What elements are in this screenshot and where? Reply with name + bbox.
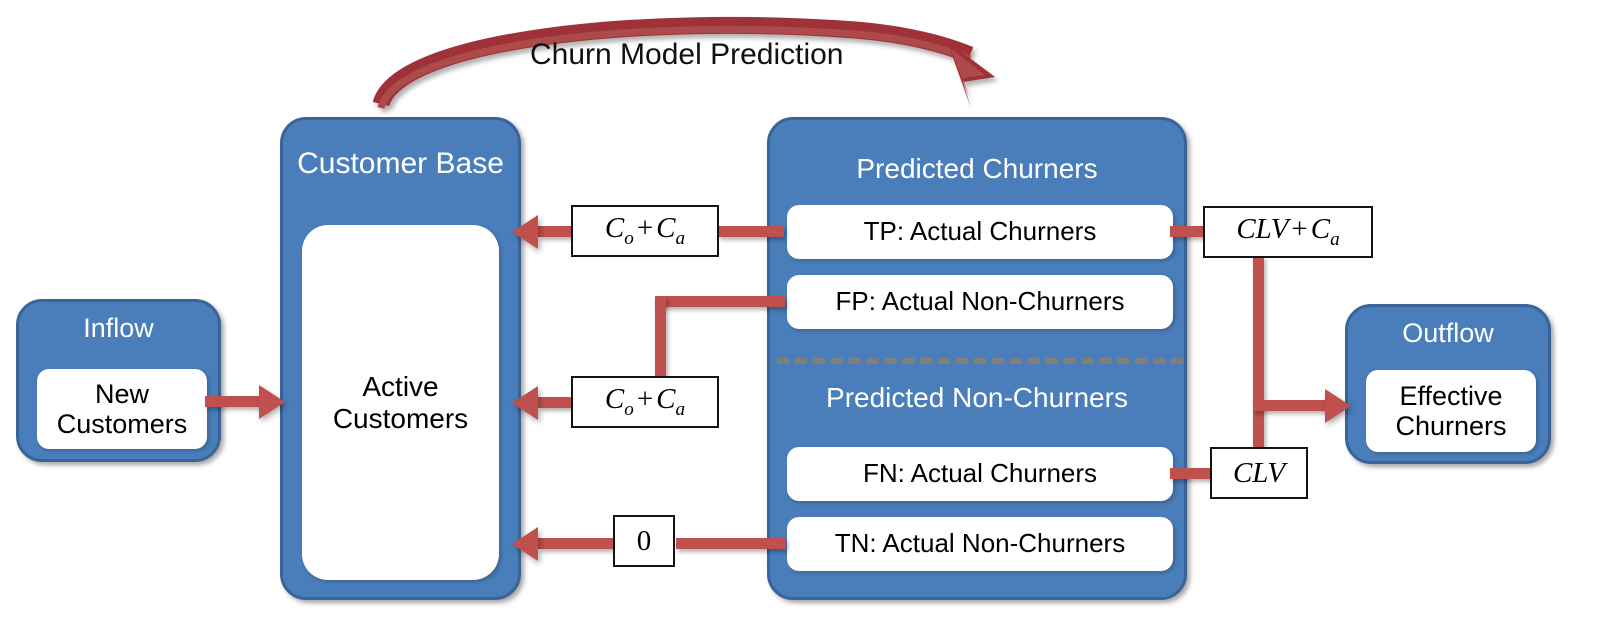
arrow-fp-to-base-head — [512, 386, 538, 420]
matrix-row-fp: FP: Actual Non-Churners — [787, 275, 1173, 329]
connector-tp-left-segment — [538, 226, 573, 237]
matrix-row-tn: TN: Actual Non-Churners — [787, 517, 1173, 571]
connector-value-trunk-vertical — [1253, 256, 1264, 452]
label-tp-cost-text: Co+Ca — [604, 212, 686, 249]
inflow-item-new-customers: New Customers — [37, 369, 207, 449]
arrow-tp-to-base-head — [512, 215, 538, 249]
customer-base-title: Customer Base — [297, 147, 504, 180]
arrow-to-outflow-head — [1325, 389, 1351, 423]
connector-value-branch-to-outflow — [1253, 400, 1336, 411]
label-fp-cost: Co+Ca — [571, 376, 719, 428]
container-customer-base: Customer Base Active Customers — [280, 117, 521, 600]
customer-base-item-active-customers: Active Customers — [302, 225, 499, 580]
matrix-divider-dashed — [777, 358, 1183, 364]
connector-fn-to-clv — [1170, 468, 1220, 479]
connector-tn-right-segment — [676, 538, 786, 549]
arc-label-churn-model-prediction: Churn Model Prediction — [530, 38, 844, 71]
matrix-row-tp: TP: Actual Churners — [787, 205, 1173, 259]
label-fp-cost-text: Co+Ca — [604, 383, 686, 420]
label-tp-cost: Co+Ca — [571, 205, 719, 257]
connector-fp-left-segment — [538, 397, 573, 408]
container-outflow: Outflow Effective Churners — [1345, 304, 1551, 464]
matrix-row-fn: FN: Actual Churners — [787, 447, 1173, 501]
predicted-non-churners-title: Predicted Non-Churners — [826, 382, 1128, 413]
predicted-churners-title: Predicted Churners — [856, 153, 1098, 184]
label-tp-value: CLV+Ca — [1203, 206, 1373, 258]
container-confusion-matrix: Predicted Churners TP: Actual Churners F… — [767, 117, 1187, 600]
outflow-item-effective-churners: Effective Churners — [1366, 370, 1536, 452]
arrow-inflow-to-base-line — [205, 396, 265, 407]
inflow-title: Inflow — [83, 313, 154, 343]
connector-tn-left-segment — [538, 538, 616, 549]
outflow-title: Outflow — [1402, 318, 1494, 348]
arrow-tn-to-base-head — [512, 527, 538, 561]
label-tp-value-text: CLV+Ca — [1236, 213, 1340, 250]
label-tn-cost: 0 — [613, 515, 675, 567]
connector-tp-to-clv-ca — [1170, 226, 1210, 237]
label-fn-value: CLV — [1210, 447, 1308, 499]
connector-tp-right-segment — [718, 226, 784, 237]
connector-fp-top-segment — [655, 296, 785, 307]
container-inflow: Inflow New Customers — [16, 299, 221, 462]
connector-fp-vertical-segment — [655, 296, 666, 402]
arrow-inflow-to-base-head — [259, 385, 285, 419]
